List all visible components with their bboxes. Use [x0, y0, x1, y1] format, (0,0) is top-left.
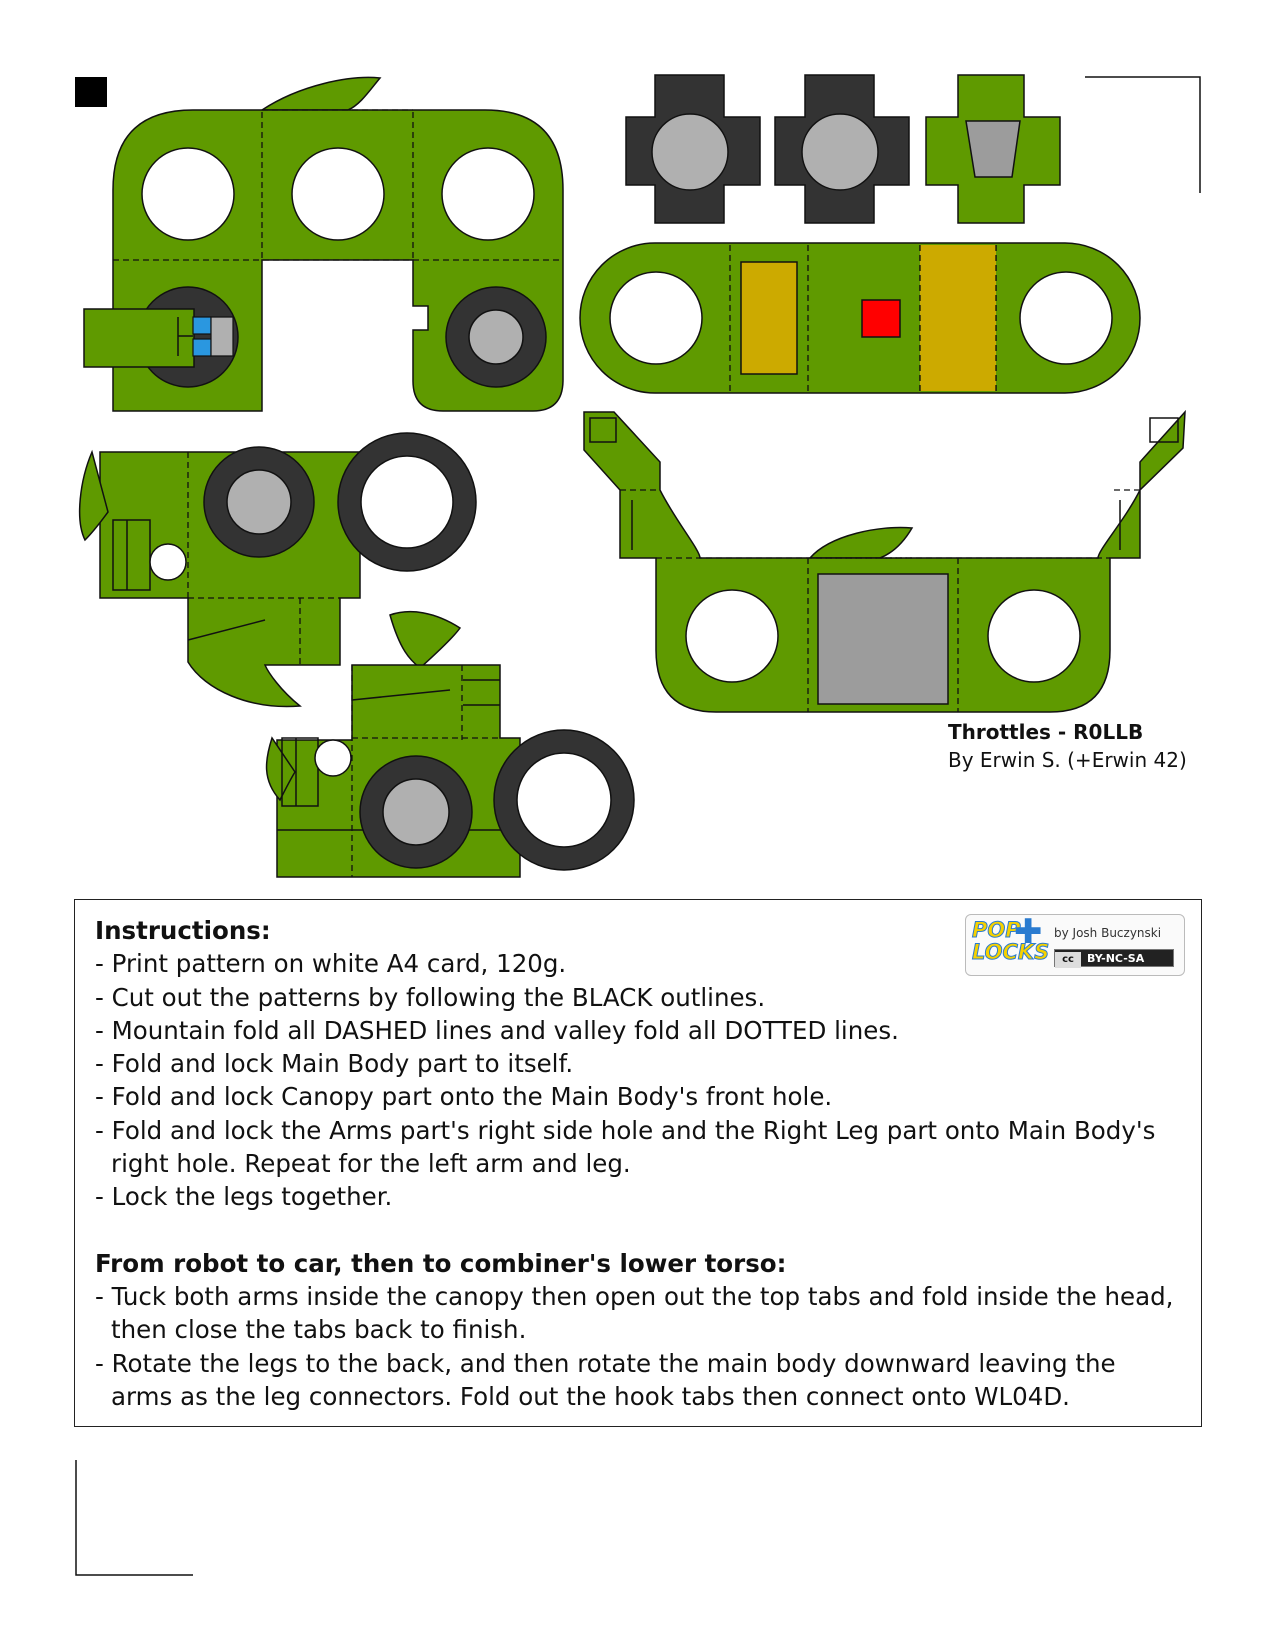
design-title: Throttles - R0LLB: [948, 720, 1144, 744]
instruction-item: - Lock the legs together.: [95, 1182, 393, 1212]
arm-hub-tab-1: [625, 74, 761, 224]
instruction-item: - Cut out the patterns by following the …: [95, 982, 766, 1012]
poplocks-badge: POP LOCKS ✚ by Josh Buczynski cc BY-NC-SA: [965, 914, 1185, 976]
main-body-part: [83, 76, 564, 412]
plus-logo-icon: ✚: [1014, 912, 1043, 952]
instruction-item: - Print pattern on white A4 card, 120g.: [95, 949, 567, 979]
poplocks-logo: POP LOCKS: [971, 918, 1050, 964]
instruction-item: - Fold and lock Main Body part to itself…: [95, 1049, 574, 1079]
license-badge: cc BY-NC-SA: [1054, 949, 1174, 968]
instructions-heading: Instructions:: [95, 916, 271, 945]
instruction-item: - Fold and lock Canopy part onto the Mai…: [95, 1082, 833, 1112]
cc-icon: cc: [1055, 952, 1081, 968]
head-tab: [925, 74, 1061, 224]
arm-hub-tab-2: [774, 74, 910, 224]
license-label: BY-NC-SA: [1087, 952, 1145, 965]
instructions-text: Instructions: - Print pattern on white A…: [95, 914, 1175, 1413]
instruction-item: - Mountain fold all DASHED lines and val…: [95, 1015, 899, 1045]
design-author: By Erwin S. (+Erwin 42): [948, 748, 1187, 772]
canopy-part: [579, 242, 1141, 394]
corner-mark-top-right: [1085, 76, 1201, 193]
corner-mark-bottom-left: [75, 1460, 193, 1576]
transform-heading: From robot to car, then to combiner's lo…: [95, 1248, 787, 1278]
transform-item: - Tuck both arms inside the canopy then …: [95, 1281, 1174, 1345]
instructions-box: Instructions: - Print pattern on white A…: [74, 899, 1202, 1427]
arms-part: [583, 409, 1186, 713]
registration-square: [75, 77, 107, 107]
transform-item: - Rotate the legs to the back, and then …: [95, 1348, 1116, 1411]
badge-author: by Josh Buczynski: [1054, 926, 1162, 940]
leg-part-right: [265, 610, 635, 878]
instruction-item: - Fold and lock the Arms part's right si…: [95, 1115, 1156, 1179]
credit-block: Throttles - R0LLB By Erwin S. (+Erwin 42…: [948, 718, 1187, 774]
leg-part-left: [78, 432, 477, 708]
